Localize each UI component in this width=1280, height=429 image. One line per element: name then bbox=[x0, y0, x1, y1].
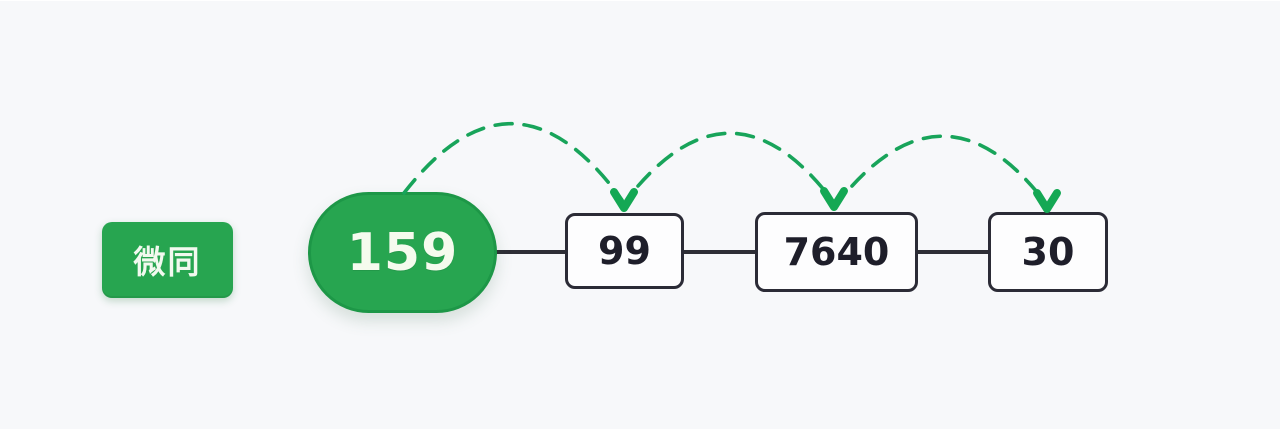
head-node: 159 bbox=[308, 192, 497, 313]
list-node: 99 bbox=[565, 213, 684, 289]
arrow-down-icon bbox=[610, 188, 638, 212]
link-line bbox=[494, 250, 568, 254]
list-node-value: 7640 bbox=[783, 230, 890, 274]
arrow-down-icon bbox=[1033, 189, 1061, 213]
list-node: 7640 bbox=[755, 212, 918, 292]
jump-arc bbox=[850, 134, 1047, 204]
watermark-badge: 微同 bbox=[102, 222, 233, 298]
head-node-value: 159 bbox=[346, 222, 459, 283]
list-node-value: 99 bbox=[598, 229, 651, 273]
jump-arc bbox=[402, 121, 624, 202]
arrow-down-icon bbox=[820, 187, 848, 211]
list-node: 30 bbox=[988, 212, 1108, 292]
list-node-value: 30 bbox=[1021, 230, 1075, 274]
link-line bbox=[682, 250, 757, 254]
jump-arc bbox=[636, 131, 834, 202]
watermark-badge-label: 微同 bbox=[133, 243, 202, 281]
link-line bbox=[916, 250, 990, 254]
